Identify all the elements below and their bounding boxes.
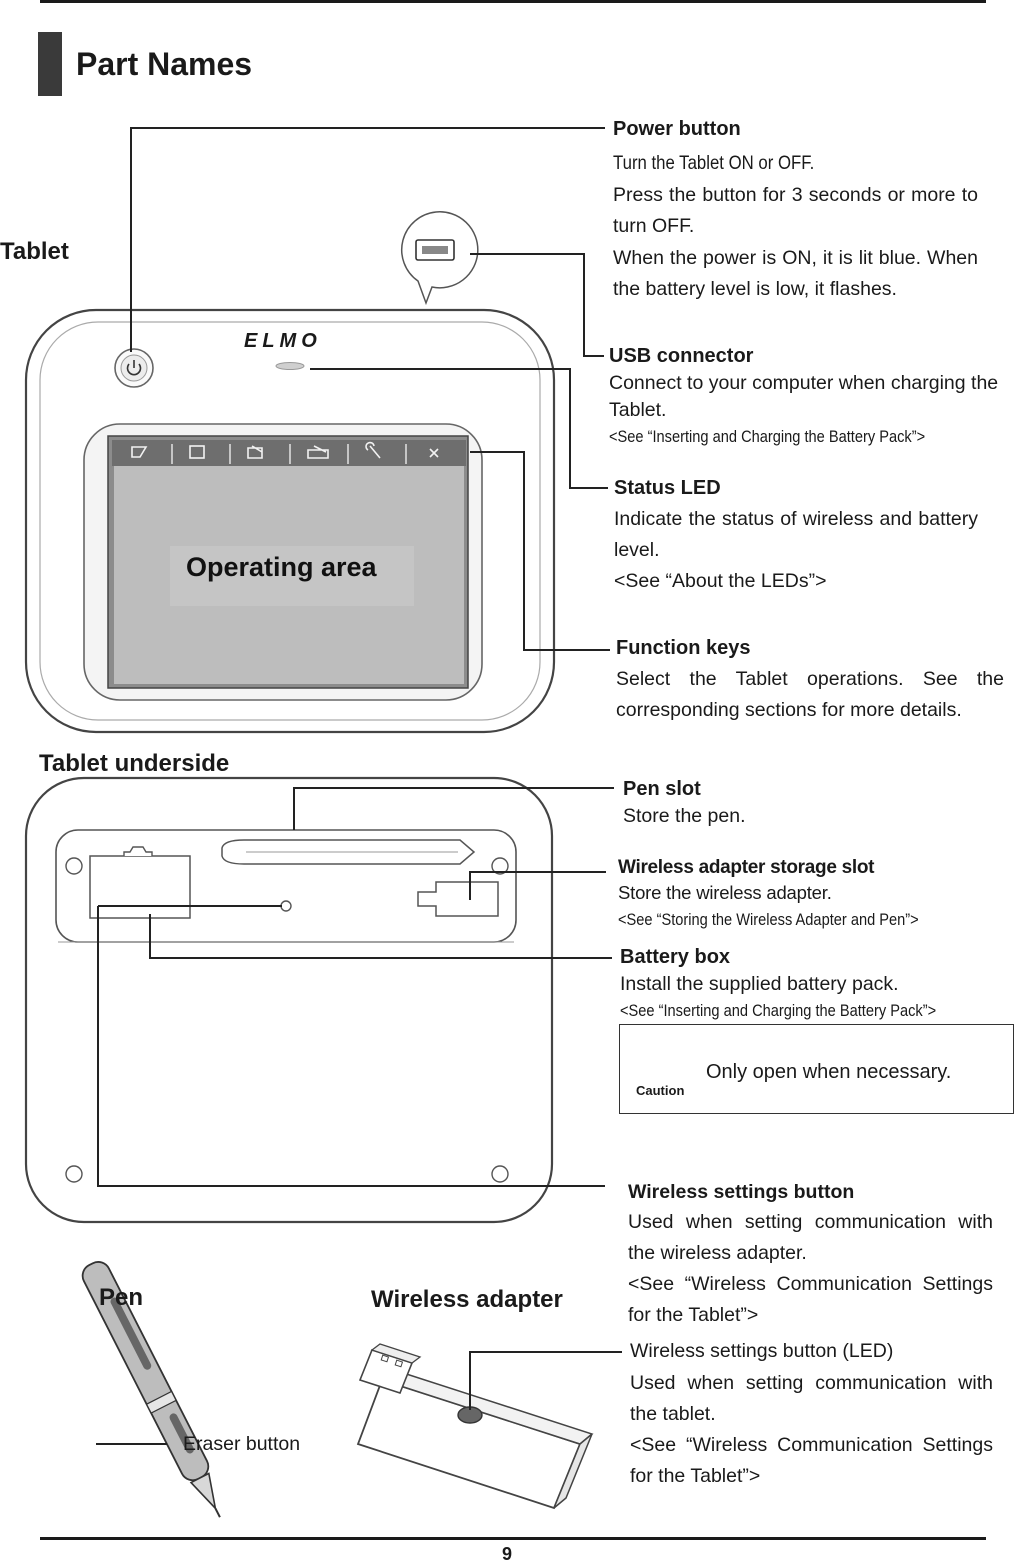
- power-button-line2: Press the button for 3 seconds or more t…: [613, 184, 978, 237]
- section-wireless-adapter: Wireless adapter: [371, 1286, 563, 1313]
- wireless-adapter-graphic: [356, 1343, 594, 1510]
- adapter-slot-title: Wireless adapter storage slot: [618, 857, 875, 878]
- heading-bar: [38, 32, 62, 96]
- tablet-underside: [24, 776, 554, 1224]
- power-button-line3: When the power is ON, it is lit blue. Wh…: [613, 247, 978, 300]
- status-led-text: Indicate the status of wireless and batt…: [614, 508, 978, 561]
- function-key-icons: [131, 441, 439, 464]
- power-button-graphic: [114, 348, 154, 388]
- pen-slot-title: Pen slot: [623, 778, 701, 800]
- pen-graphic: [81, 1261, 221, 1518]
- section-pen: Pen: [99, 1284, 144, 1311]
- usb-connector-text: Connect to your computer when charging t…: [609, 372, 999, 421]
- pen-slot-text: Store the pen.: [623, 805, 746, 827]
- operating-area-label: Operating area: [186, 552, 377, 582]
- page-title: Part Names: [76, 46, 253, 82]
- caution-box: Caution Only open when necessary.: [619, 1024, 1014, 1114]
- adapter-slot-ref: <See “Storing the Wireless Adapter and P…: [618, 910, 919, 929]
- battery-box-text: Install the supplied battery pack.: [620, 973, 899, 995]
- usb-connector-title: USB connector: [609, 345, 754, 367]
- status-led-ref: <See “About the LEDs”>: [614, 570, 827, 592]
- wireless-led-ref: <See “Wireless Communication Settings fo…: [630, 1434, 993, 1487]
- eraser-button-label: Eraser button: [183, 1433, 301, 1455]
- page-number: 9: [501, 1544, 512, 1564]
- usb-connector-graphic: [401, 211, 479, 306]
- function-keys-text: Select the Tablet operations. See the co…: [616, 668, 1004, 721]
- usb-connector-ref: <See “Inserting and Charging the Battery…: [609, 427, 926, 446]
- wireless-settings-title: Wireless settings button: [628, 1181, 855, 1203]
- elmo-logo: ELMO: [244, 330, 322, 352]
- wireless-settings-ref: <See “Wireless Communication Settings fo…: [628, 1273, 993, 1326]
- wireless-led-title: Wireless settings button (LED): [630, 1340, 894, 1362]
- caution-label: Caution: [636, 1083, 685, 1098]
- adapter-slot-text: Store the wireless adapter.: [618, 882, 832, 903]
- section-tablet: Tablet: [0, 238, 69, 265]
- function-keys-title: Function keys: [616, 637, 751, 659]
- power-button-line1: Turn the Tablet ON or OFF.: [613, 152, 815, 174]
- wireless-settings-text: Used when setting communication with the…: [628, 1211, 993, 1264]
- status-led-graphic: [275, 362, 305, 370]
- status-led-title: Status LED: [614, 477, 721, 499]
- wireless-led-text: Used when setting communication with the…: [630, 1372, 993, 1425]
- bottom-rule: [40, 1537, 986, 1540]
- top-rule: [40, 0, 986, 3]
- section-tablet-underside: Tablet underside: [39, 750, 230, 777]
- power-button-title: Power button: [613, 118, 741, 140]
- battery-box-title: Battery box: [620, 946, 731, 968]
- tablet-front: [24, 308, 556, 734]
- leader-lines: [96, 127, 622, 1445]
- battery-box-ref: <See “Inserting and Charging the Battery…: [620, 1001, 937, 1020]
- caution-text: Only open when necessary.: [706, 1061, 952, 1083]
